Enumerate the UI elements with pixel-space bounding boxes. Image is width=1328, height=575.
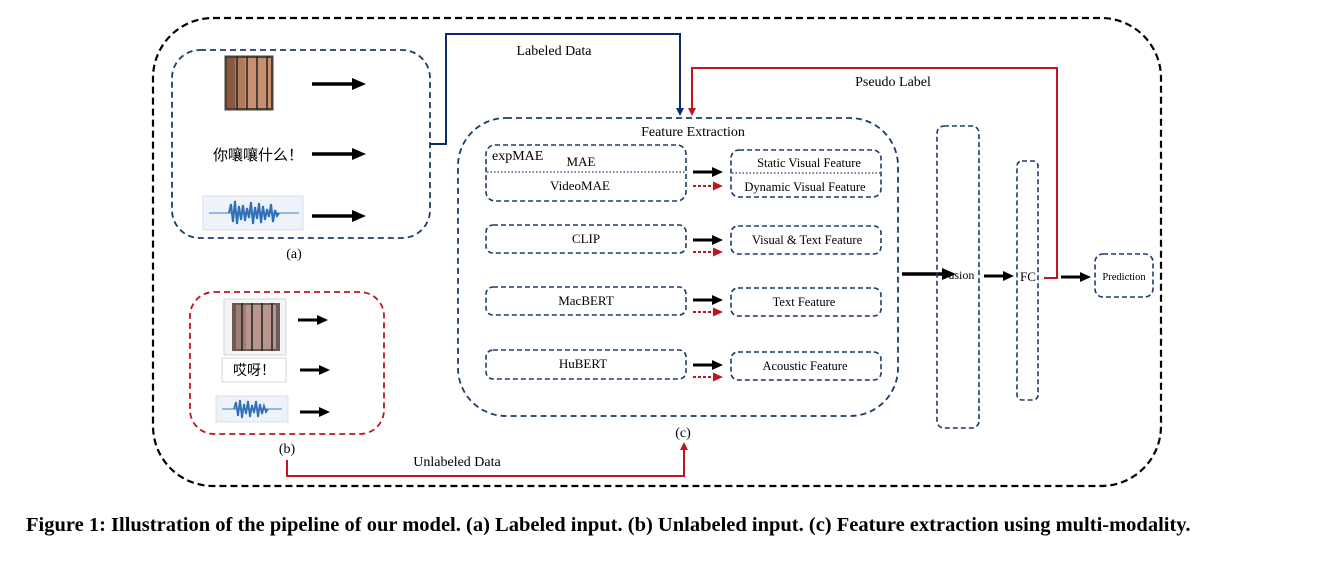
clip-box [485,224,687,254]
text-feature-box [730,287,882,317]
labeled-text-input: 你嚷嚷什么！ [213,146,303,164]
fc-label: FC [1020,269,1036,284]
prediction-label: Prediction [1102,272,1146,283]
labeled-data-label: Labeled Data [516,44,592,59]
video-frames-icon [223,298,287,356]
waveform-icon [202,195,304,231]
outer-pipeline-frame [151,16,1163,488]
acoustic-feature-box [730,351,882,381]
visual-text-feature-label: Visual & Text Feature [752,233,863,247]
visual-text-feature-box [730,225,882,255]
panel-a-label: (a) [286,247,302,262]
panel-c-label: (c) [675,426,691,441]
unlabeled-text-input: 哎呀！ [233,363,275,379]
feature-extraction-title: Feature Extraction [641,125,745,140]
acoustic-feature-label: Acoustic Feature [762,359,847,373]
text-feature-label: Text Feature [773,295,836,309]
labeled-data-path [430,33,684,145]
fusion-label: Fusion [942,268,975,282]
expmae-label: expMAE [492,149,543,164]
panel-b-label: (b) [279,442,296,457]
expmae-box [485,144,687,202]
video-frames-icon [224,55,274,111]
prediction-block [1094,253,1154,298]
unlabeled-data-path [286,442,688,477]
hubert-label: HuBERT [559,356,607,371]
dynamic-visual-feature-label: Dynamic Visual Feature [744,180,866,194]
videomae-label: VideoMAE [550,178,610,193]
pseudo-label-label: Pseudo Label [855,75,931,90]
pseudo-label-path [688,67,1058,279]
figure-caption: Figure 1: Illustration of the pipeline o… [26,514,1191,536]
static-visual-feature-label: Static Visual Feature [757,156,861,170]
mae-label: MAE [567,154,596,169]
macbert-box [485,286,687,316]
fc-block [1016,160,1039,401]
feature-extraction-panel [457,117,899,417]
unlabeled-data-label: Unlabeled Data [413,455,501,470]
unlabeled-text-box [221,357,287,383]
macbert-label: MacBERT [558,293,614,308]
waveform-icon [215,395,289,423]
hubert-box [485,349,687,380]
fusion-block [936,125,980,429]
pipeline-diagram: 你嚷嚷什么！ (a) 哎呀！ (b) Labeled Data Pseudo L… [151,16,1163,488]
clip-label: CLIP [572,231,600,246]
unlabeled-input-panel [189,291,385,435]
visual-feature-box [730,149,882,198]
